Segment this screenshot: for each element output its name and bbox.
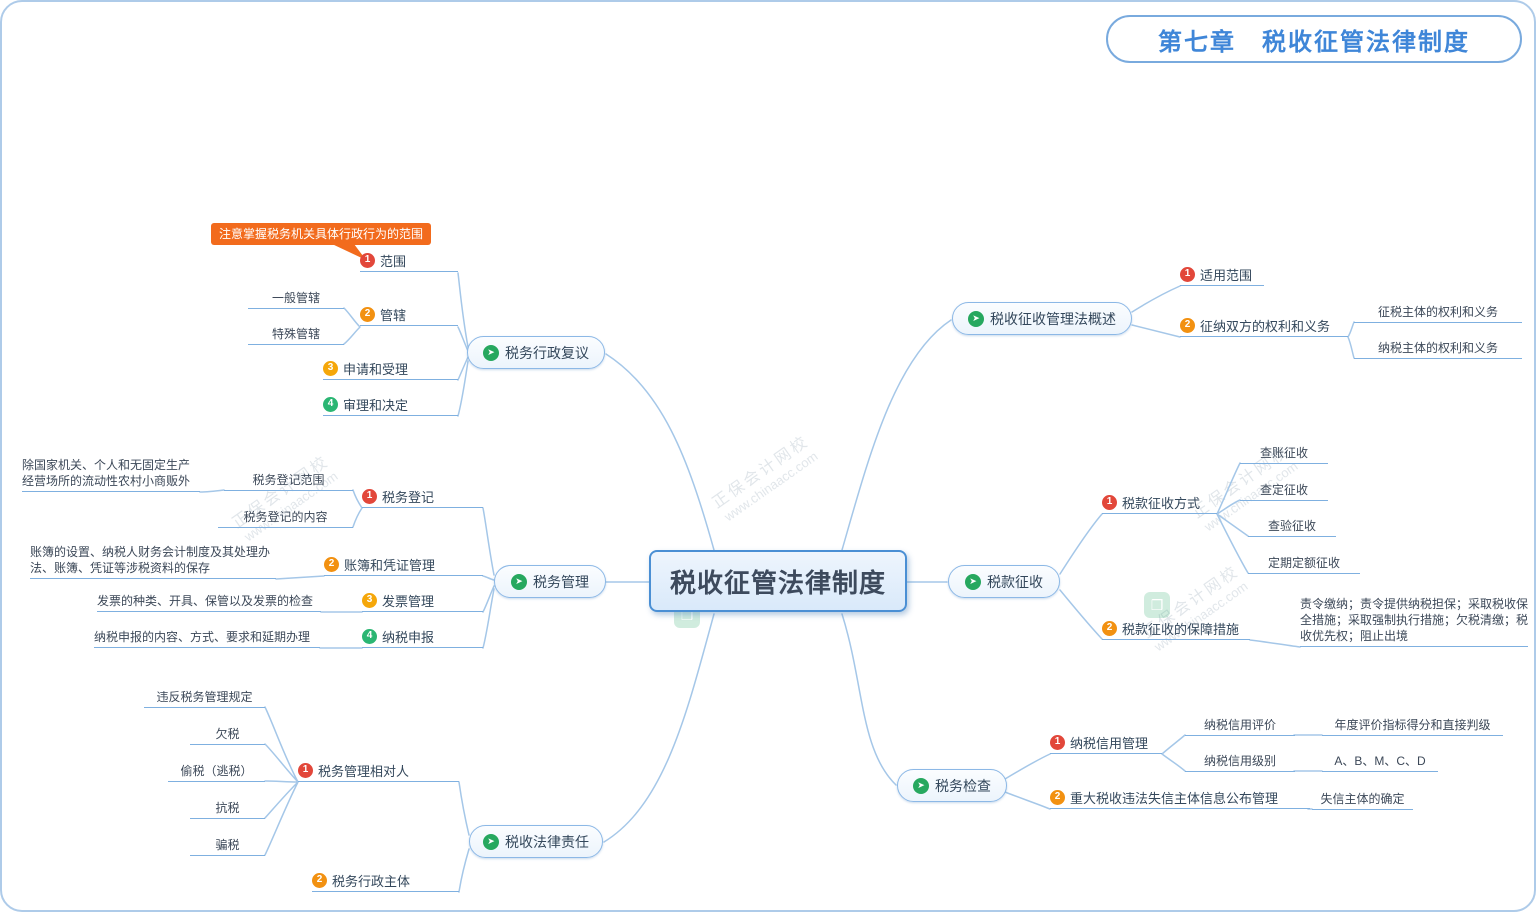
item-rights-obligations[interactable]: 2 征纳双方的权利和义务 — [1180, 317, 1348, 337]
branch-circle-icon — [511, 573, 527, 590]
item-label: 重大税收违法失信主体信息公布管理 — [1070, 790, 1279, 806]
item-number-badge: 2 — [360, 306, 375, 322]
item-review-scope[interactable]: 1 范围 — [360, 252, 458, 272]
item-number-badge: 1 — [298, 762, 313, 778]
item-invoice-management[interactable]: 3 发票管理 — [362, 592, 483, 612]
central-topic-node[interactable]: 税收征管法律制度 — [649, 550, 907, 612]
leaf-tax-arrears[interactable]: 欠税 — [190, 727, 265, 745]
leaf-assessed-collection[interactable]: 查定征收 — [1240, 483, 1328, 501]
note-safeguard-detail: 责令缴纳；责令提供纳税担保；采取税收保全措施；采取强制执行措施；欠税清缴；税收优… — [1300, 596, 1528, 647]
branch-tax-collection[interactable]: 税款征收 — [948, 565, 1060, 598]
leaf-fixed-quota-collection[interactable]: 定期定额征收 — [1248, 556, 1360, 574]
item-review-jurisdiction[interactable]: 2 管辖 — [360, 306, 458, 326]
chapter-title: 第七章 税收征管法律制度 — [1106, 15, 1522, 63]
item-label: 税务管理相对人 — [318, 763, 410, 779]
item-collection-methods[interactable]: 1 税款征收方式 — [1102, 494, 1217, 514]
item-books-vouchers[interactable]: 2 账簿和凭证管理 — [324, 556, 483, 576]
leaf-general-jurisdiction[interactable]: 一般管辖 — [248, 291, 344, 309]
item-label: 适用范围 — [1200, 267, 1253, 283]
leaf-tax-evasion[interactable]: 偷税（逃税） — [168, 764, 265, 782]
item-credit-management[interactable]: 1 纳税信用管理 — [1050, 734, 1162, 754]
item-admin-counterpart[interactable]: 1 税务管理相对人 — [298, 762, 459, 782]
item-review-application[interactable]: 3 申请和受理 — [323, 360, 458, 380]
leaf-credit-grades[interactable]: A、B、M、C、D — [1322, 754, 1438, 772]
branch-collection-law-overview[interactable]: 税收征收管理法概述 — [952, 302, 1132, 335]
branch-circle-icon — [968, 310, 984, 327]
item-number-badge: 1 — [362, 488, 377, 504]
item-number-badge: 2 — [1102, 620, 1117, 636]
note-declaration-detail: 纳税申报的内容、方式、要求和延期办理 — [94, 629, 320, 648]
item-admin-subject[interactable]: 2 税务行政主体 — [312, 872, 459, 892]
item-number-badge: 2 — [1050, 789, 1065, 805]
item-number-badge: 2 — [1180, 317, 1195, 333]
annotation-callout: 注意掌握税务机关具体行政行为的范围 — [211, 223, 432, 245]
leaf-registration-content[interactable]: 税务登记的内容 — [218, 510, 353, 528]
leaf-tax-fraud[interactable]: 骗税 — [190, 838, 265, 856]
item-label: 范围 — [380, 253, 407, 269]
leaf-credit-evaluation[interactable]: 纳税信用评价 — [1185, 718, 1295, 736]
item-label: 管辖 — [380, 307, 407, 323]
item-application-scope[interactable]: 1 适用范围 — [1180, 266, 1264, 286]
note-books-detail: 账簿的设置、纳税人财务会计制度及其处理办法、账簿、凭证等涉税资料的保存 — [30, 544, 276, 579]
branch-label: 税务行政复议 — [505, 344, 589, 361]
leaf-dishonest-subject-determination[interactable]: 失信主体的确定 — [1312, 792, 1413, 810]
item-review-decision[interactable]: 4 审理和决定 — [323, 396, 458, 416]
item-label: 申请和受理 — [343, 361, 409, 377]
item-label: 纳税信用管理 — [1070, 735, 1149, 751]
watermark-logo-icon — [1144, 592, 1170, 618]
item-number-badge: 3 — [323, 360, 338, 376]
branch-tax-inspection[interactable]: 税务检查 — [897, 769, 1007, 802]
leaf-tax-resistance[interactable]: 抗税 — [190, 801, 265, 819]
item-safeguard-measures[interactable]: 2 税款征收的保障措施 — [1102, 620, 1250, 640]
item-label: 发票管理 — [382, 593, 435, 609]
branch-circle-icon — [965, 573, 981, 590]
branch-circle-icon — [483, 344, 499, 361]
item-label: 征纳双方的权利和义务 — [1200, 318, 1331, 334]
leaf-taxing-party-rights[interactable]: 征税主体的权利和义务 — [1354, 305, 1522, 323]
branch-circle-icon — [483, 833, 499, 850]
item-number-badge: 4 — [362, 628, 377, 644]
item-tax-registration[interactable]: 1 税务登记 — [362, 488, 483, 508]
callout-pointer — [332, 244, 366, 260]
leaf-inspection-collection[interactable]: 查验征收 — [1248, 519, 1336, 537]
branch-tax-admin-review[interactable]: 税务行政复议 — [467, 336, 605, 369]
leaf-audit-collection[interactable]: 查账征收 — [1240, 446, 1328, 464]
item-number-badge: 4 — [323, 396, 338, 412]
item-number-badge: 1 — [1050, 734, 1065, 750]
leaf-taxpayer-rights[interactable]: 纳税主体的权利和义务 — [1354, 341, 1522, 359]
item-label: 审理和决定 — [343, 397, 409, 413]
leaf-annual-score-grading[interactable]: 年度评价指标得分和直接判级 — [1322, 718, 1503, 736]
item-label: 税务登记 — [382, 489, 435, 505]
item-number-badge: 2 — [324, 556, 339, 572]
leaf-special-jurisdiction[interactable]: 特殊管辖 — [248, 327, 344, 345]
item-number-badge: 1 — [1180, 266, 1195, 282]
branch-label: 税务管理 — [533, 573, 589, 590]
item-label: 账簿和凭证管理 — [344, 557, 436, 573]
branch-tax-management[interactable]: 税务管理 — [494, 565, 606, 598]
branch-label: 税务检查 — [935, 777, 991, 794]
branch-circle-icon — [913, 777, 929, 794]
note-registration-scope-detail: 除国家机关、个人和无固定生产经营场所的流动性农村小商贩外 — [22, 457, 200, 492]
note-invoice-detail: 发票的种类、开具、保管以及发票的检查 — [97, 593, 321, 612]
leaf-registration-scope[interactable]: 税务登记范围 — [224, 473, 353, 491]
item-dishonest-subject-publication[interactable]: 2 重大税收违法失信主体信息公布管理 — [1050, 789, 1310, 809]
item-tax-declaration[interactable]: 4 纳税申报 — [362, 628, 483, 648]
item-number-badge: 2 — [312, 872, 327, 888]
item-number-badge: 1 — [1102, 494, 1117, 510]
leaf-violation-of-rules[interactable]: 违反税务管理规定 — [144, 690, 265, 708]
branch-label: 税收法律责任 — [505, 833, 589, 850]
branch-tax-legal-liability[interactable]: 税收法律责任 — [469, 825, 603, 858]
item-number-badge: 1 — [360, 252, 375, 268]
branch-label: 税收征收管理法概述 — [990, 310, 1116, 327]
leaf-credit-level[interactable]: 纳税信用级别 — [1185, 754, 1295, 772]
branch-label: 税款征收 — [987, 573, 1043, 590]
item-label: 税款征收的保障措施 — [1122, 621, 1240, 637]
item-label: 税务行政主体 — [332, 873, 411, 889]
item-label: 税款征收方式 — [1122, 495, 1201, 511]
item-number-badge: 3 — [362, 592, 377, 608]
item-label: 纳税申报 — [382, 629, 435, 645]
